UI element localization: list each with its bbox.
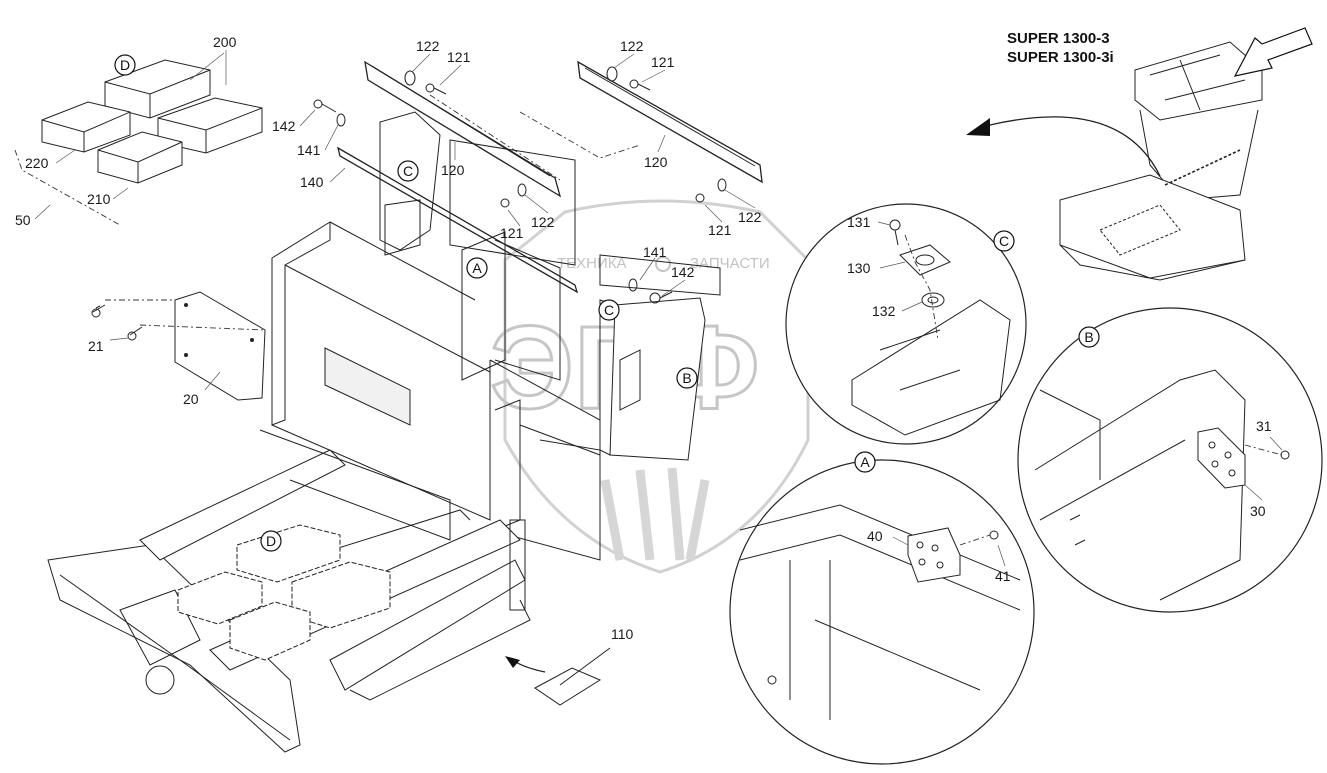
part-label: 122 [738, 209, 762, 225]
part-label: 131 [847, 214, 871, 230]
part-label: 20 [183, 391, 199, 407]
part-label: 50 [15, 212, 31, 228]
watermark-text-left: ТЕХНИКА [557, 255, 627, 272]
callout-b-main: B [676, 367, 698, 389]
detail-circle-b [1017, 307, 1323, 613]
model-label-2: SUPER 1300-3i [1007, 49, 1114, 66]
callout-c-mid: C [598, 299, 620, 321]
part-label: 121 [651, 54, 675, 70]
machine-thumbnail [966, 27, 1313, 281]
machine-chassis [271, 111, 721, 561]
leader-lines [34, 50, 1283, 567]
svg-text:D: D [266, 533, 276, 549]
part-label: 122 [620, 38, 644, 54]
lower-frame [47, 429, 531, 753]
svg-text:A: A [860, 454, 870, 470]
detail-circle-a [729, 459, 1035, 765]
part-label: 142 [272, 118, 296, 134]
part-labels: 200 220 210 50 122 121 122 121 142 141 1… [15, 34, 1272, 642]
callout-a-detail: A [854, 451, 876, 473]
svg-text:D: D [120, 57, 130, 73]
svg-text:B: B [682, 370, 691, 386]
callout-c-top: C [397, 160, 419, 182]
part-label: 31 [1256, 418, 1272, 434]
part-label: 141 [297, 142, 321, 158]
svg-text:A: A [472, 260, 482, 276]
part-label: 121 [500, 225, 524, 241]
svg-text:B: B [1084, 329, 1093, 345]
callout-d-bottom: D [260, 530, 282, 552]
part-label: 21 [88, 338, 104, 354]
callout-c-detail: C [993, 230, 1015, 252]
part-label: 120 [644, 154, 668, 170]
fasteners [91, 66, 727, 341]
part-label: 41 [995, 568, 1011, 584]
watermark-text-right: ЗАПЧАСТИ [690, 255, 770, 272]
part-label: 30 [1250, 503, 1266, 519]
part-label: 210 [87, 191, 111, 207]
part-label: 220 [25, 155, 49, 171]
callout-b-detail: B [1078, 326, 1100, 348]
gear-icon [655, 256, 671, 272]
part-label: 110 [611, 626, 634, 642]
part-label: 121 [708, 222, 732, 238]
part-label: 130 [847, 260, 871, 276]
part-label: 142 [671, 264, 695, 280]
part-label: 141 [643, 244, 667, 260]
detail-circle-c [785, 203, 1027, 445]
frame-rails [336, 60, 763, 294]
part-label: 132 [872, 303, 896, 319]
part-label: 200 [213, 34, 237, 50]
part-label: 120 [441, 162, 465, 178]
part-label: 140 [300, 174, 324, 190]
svg-text:C: C [999, 233, 1009, 249]
cover-plate [105, 291, 266, 401]
callout-d-top: D [114, 54, 136, 76]
svg-text:C: C [403, 163, 413, 179]
part-label: 121 [447, 49, 471, 65]
plate-110 [505, 647, 611, 706]
battery-group-detail [14, 59, 263, 226]
part-label: 40 [867, 528, 883, 544]
part-label: 122 [416, 38, 440, 54]
callout-a-main: A [466, 257, 488, 279]
model-label-1: SUPER 1300-3 [1007, 30, 1110, 47]
part-label: 122 [531, 214, 555, 230]
svg-text:C: C [604, 302, 614, 318]
